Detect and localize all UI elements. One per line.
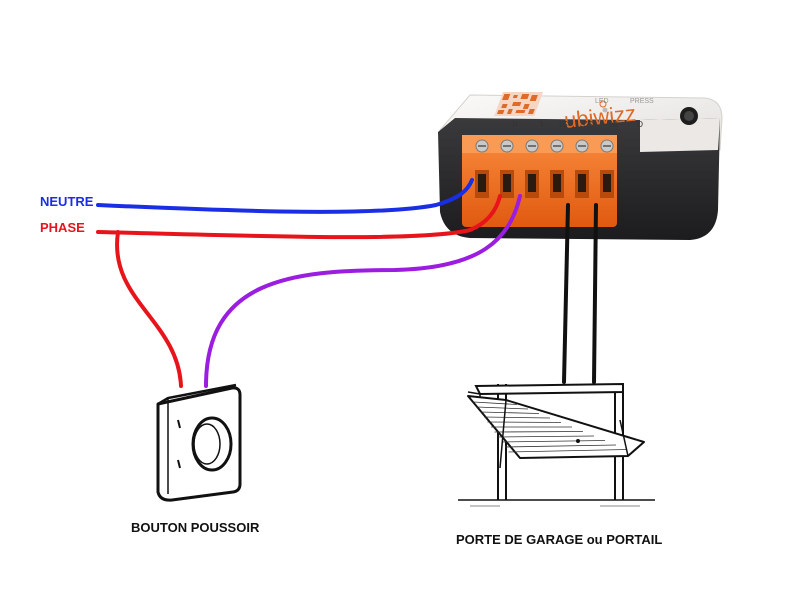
neutral-wire (96, 178, 474, 214)
terminal-label: IN (610, 119, 618, 128)
phase-wire-module (96, 194, 502, 240)
push-button-caption: BOUTON POUSSOIR (131, 520, 260, 535)
terminal-label: N (512, 119, 518, 128)
push-button-knob (191, 416, 233, 472)
neutre-label: NEUTRE (40, 194, 94, 209)
push-button-illustration (156, 383, 242, 502)
switch-return-wire (204, 194, 522, 388)
qr-code (494, 92, 543, 116)
phase-label: PHASE (40, 220, 85, 235)
phase-wire-switch (115, 230, 183, 388)
press-label: PRESS (630, 98, 654, 105)
terminal-label: O (637, 119, 643, 128)
garage-door-illustration (458, 382, 655, 507)
terminal-label: L (538, 119, 543, 128)
relay-wire-2 (592, 203, 598, 384)
relay-wire-1 (562, 203, 570, 384)
terminal-label: S2 (583, 119, 593, 128)
terminal-block (462, 135, 617, 227)
terminal-label: S1 (558, 119, 568, 128)
garage-door-caption: PORTE DE GARAGE ou PORTAIL (456, 532, 662, 547)
led-indicator (602, 107, 608, 113)
